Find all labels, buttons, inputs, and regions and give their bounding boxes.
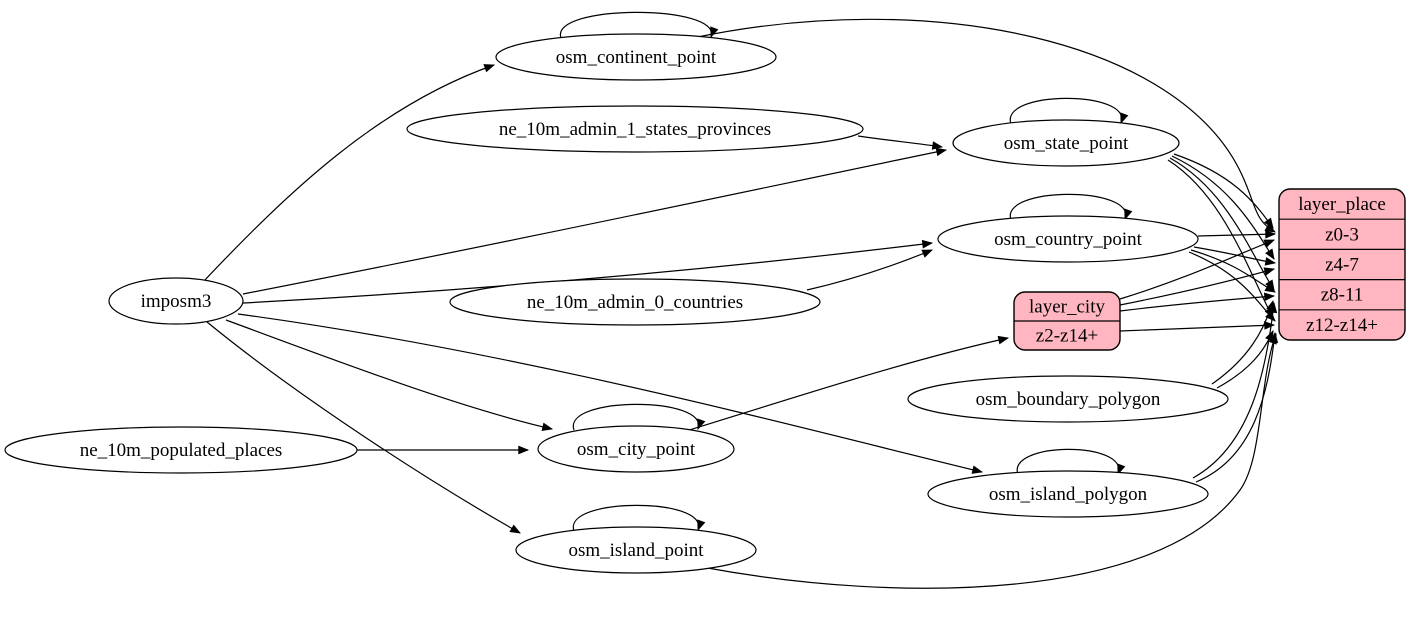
edge-layer_city-to-layer_place-z12-z14+ bbox=[1119, 321, 1276, 332]
edge-osm_island_polygon-self-loop bbox=[1016, 448, 1126, 476]
edge-osm_city_point-self-loop bbox=[573, 403, 706, 431]
node-label-osm_city_point: osm_city_point bbox=[577, 439, 696, 460]
node-label-osm_island_polygon: osm_island_polygon bbox=[989, 484, 1148, 505]
node-label-ne_10m_populated_places: ne_10m_populated_places bbox=[80, 440, 283, 461]
node-osm_city_point: osm_city_point bbox=[537, 425, 735, 473]
node-shape-imposm3 bbox=[108, 277, 244, 325]
node-ne_10m_admin_1_states_provinces: ne_10m_admin_1_states_provinces bbox=[406, 105, 864, 153]
node-label-osm_country_point: osm_country_point bbox=[994, 229, 1142, 250]
node-osm_country_point: osm_country_point bbox=[937, 215, 1199, 263]
edge-osm_country_point-self-loop bbox=[1009, 193, 1133, 221]
node-shape-osm_island_point bbox=[515, 526, 757, 574]
record-shape-layer_place bbox=[1278, 188, 1406, 341]
node-label-osm_boundary_polygon: osm_boundary_polygon bbox=[976, 389, 1161, 410]
edge-imposm3-to-osm_state_point bbox=[242, 147, 948, 295]
record-row-layer_place-z12-z14+: z12-z14+ bbox=[1306, 315, 1378, 336]
edge-layer_city-to-layer_place-z4-7 bbox=[1119, 267, 1276, 306]
node-ne_10m_admin_0_countries: ne_10m_admin_0_countries bbox=[449, 278, 821, 326]
edge-layer_city-to-layer_place-z0-3 bbox=[1119, 239, 1276, 300]
node-label-osm_continent_point: osm_continent_point bbox=[556, 47, 717, 68]
node-shape-osm_continent_point bbox=[495, 33, 777, 81]
node-shape-osm_state_point bbox=[952, 119, 1180, 167]
edge-osm_country_point-to-layer_place-z12-z14+ bbox=[1188, 251, 1276, 322]
node-osm_boundary_polygon: osm_boundary_polygon bbox=[907, 375, 1229, 423]
node-label-osm_island_point: osm_island_point bbox=[568, 540, 704, 561]
edge-osm_island_polygon-to-layer_place-z12-z14+ bbox=[1195, 331, 1279, 483]
edge-imposm3-to-osm_island_point bbox=[206, 321, 521, 534]
node-shape-ne_10m_admin_1_states_provinces bbox=[406, 105, 864, 153]
edge-osm_state_point-to-layer_place-z12-z14+ bbox=[1167, 159, 1274, 319]
node-shape-ne_10m_populated_places bbox=[4, 426, 358, 474]
node-shape-osm_country_point bbox=[937, 215, 1199, 263]
node-shape-osm_boundary_polygon bbox=[907, 375, 1229, 423]
edge-osm_state_point-self-loop bbox=[1009, 97, 1129, 125]
record-row-layer_place-z4-7: z4-7 bbox=[1325, 255, 1359, 276]
record-row-layer_place-layer_place: layer_place bbox=[1298, 194, 1386, 215]
edge-osm_country_point-to-layer_place-z4-7 bbox=[1193, 246, 1277, 266]
record-layer_place: layer_place z0-3 z4-7 z8-11 z12-z14+ bbox=[1278, 188, 1406, 341]
edge-ne_10m_admin_1_states_provinces-to-osm_state_point bbox=[857, 135, 944, 150]
edge-osm_island_polygon-to-layer_place-z8-11 bbox=[1192, 301, 1278, 479]
node-shape-osm_city_point bbox=[537, 425, 735, 473]
node-osm_island_point: osm_island_point bbox=[515, 526, 757, 574]
node-label-ne_10m_admin_1_states_provinces: ne_10m_admin_1_states_provinces bbox=[499, 119, 771, 140]
node-shape-osm_island_polygon bbox=[927, 470, 1209, 518]
edge-osm_country_point-to-layer_place-z0-3 bbox=[1197, 229, 1277, 239]
record-row-layer_city-layer_city: layer_city bbox=[1029, 297, 1105, 318]
node-ne_10m_populated_places: ne_10m_populated_places bbox=[4, 426, 358, 474]
node-label-ne_10m_admin_0_countries: ne_10m_admin_0_countries bbox=[527, 292, 743, 313]
record-row-layer_city-z2-z14+: z2-z14+ bbox=[1036, 326, 1098, 347]
edge-imposm3-to-osm_continent_point bbox=[202, 64, 496, 283]
node-label-imposm3: imposm3 bbox=[141, 291, 212, 312]
edge-osm_city_point-to-layer_city-z2-z14+ bbox=[685, 335, 1010, 432]
edge-ne_10m_admin_0_countries-to-osm_country_point bbox=[806, 249, 933, 291]
node-osm_continent_point: osm_continent_point bbox=[495, 33, 777, 81]
record-row-layer_place-z8-11: z8-11 bbox=[1321, 285, 1364, 306]
node-osm_state_point: osm_state_point bbox=[952, 119, 1180, 167]
node-imposm3: imposm3 bbox=[108, 277, 244, 325]
edge-imposm3-to-osm_island_polygon bbox=[237, 313, 984, 474]
edge-osm_continent_point-self-loop bbox=[560, 11, 719, 39]
edge-imposm3-to-osm_country_point bbox=[242, 239, 934, 304]
node-label-osm_state_point: osm_state_point bbox=[1004, 133, 1129, 154]
edge-osm_state_point-to-layer_place-z8-11 bbox=[1169, 157, 1275, 291]
edge-osm_island_point-self-loop bbox=[573, 504, 706, 532]
edge-layer_city-to-layer_place-z8-11 bbox=[1119, 292, 1276, 312]
node-shape-ne_10m_admin_0_countries bbox=[449, 278, 821, 326]
edge-imposm3-to-osm_city_point bbox=[225, 319, 554, 432]
edge-osm_island_point-to-layer_place-z12-z14+ bbox=[701, 332, 1277, 589]
record-layer_city: layer_city z2-z14+ bbox=[1013, 291, 1121, 351]
record-row-layer_place-z0-3: z0-3 bbox=[1325, 224, 1359, 245]
edge-osm_state_point-to-layer_place-z0-3 bbox=[1173, 153, 1274, 229]
node-osm_island_polygon: osm_island_polygon bbox=[927, 470, 1209, 518]
